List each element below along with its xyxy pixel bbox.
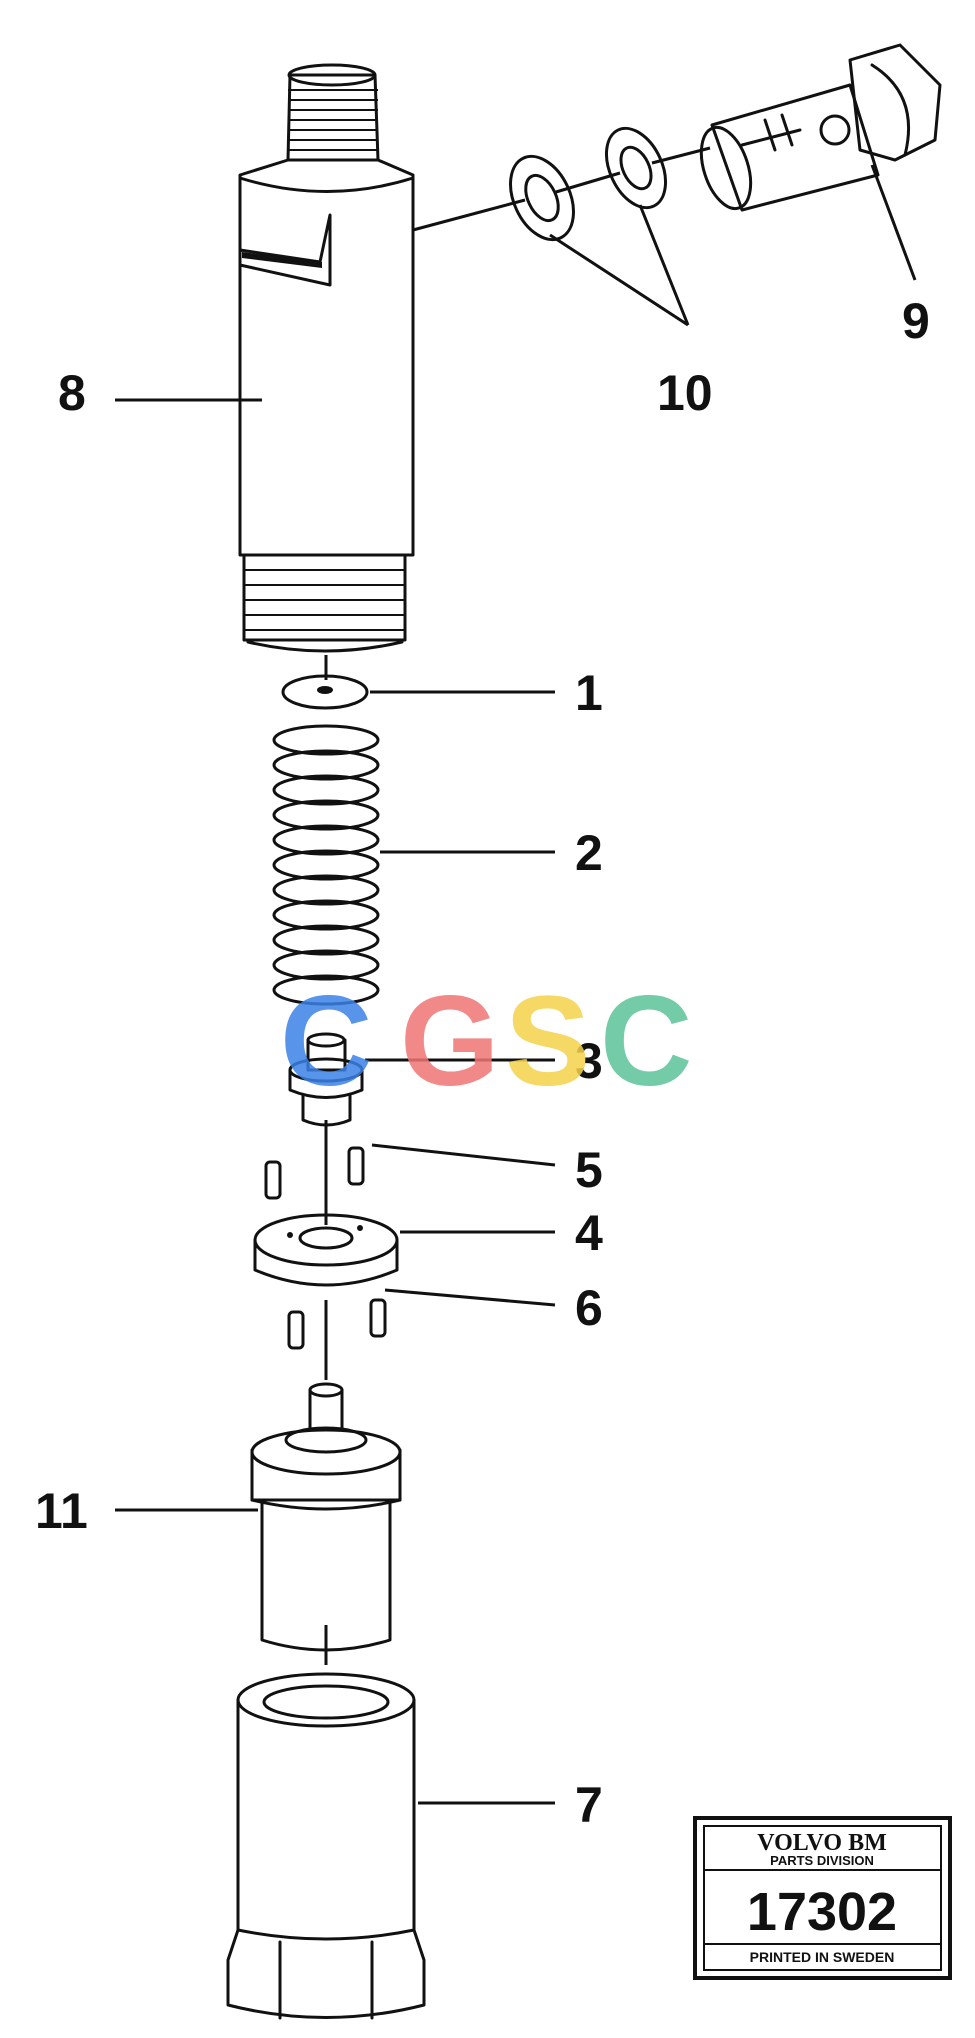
callout-labels: 8 9 10 1 2 3 5 4 6 11 7 [35, 293, 930, 1833]
watermark-letter: G [400, 970, 500, 1113]
assembly-axis-line [324, 146, 711, 1665]
callout-8: 8 [58, 365, 86, 421]
callout-5: 5 [575, 1142, 603, 1198]
part-1-shim [281, 674, 369, 710]
watermark-letter: C [600, 970, 692, 1113]
callout-9: 9 [902, 293, 930, 349]
callout-1: 1 [575, 665, 603, 721]
volvo-bm-stamp: VOLVO BM PARTS DIVISION 17302 PRINTED IN… [693, 1816, 952, 1980]
part-9-banjo-bolt [699, 43, 942, 212]
callout-10: 10 [657, 365, 713, 421]
callout-7: 7 [575, 1777, 603, 1833]
part-11-nozzle [250, 1382, 402, 1652]
watermark-letter: C [280, 970, 372, 1113]
callout-4: 4 [575, 1205, 603, 1261]
stamp-brand: VOLVO BM [757, 1830, 887, 1856]
part-5-pins [264, 1146, 365, 1200]
callout-3: 3 [575, 1033, 603, 1089]
callout-6: 6 [575, 1280, 603, 1336]
part-6-pins [287, 1298, 387, 1350]
cgsc-watermark: C G S C [280, 970, 692, 1113]
stamp-footer: PRINTED IN SWEDEN [750, 1949, 895, 1965]
leader-lines [115, 164, 917, 1805]
callout-11: 11 [35, 1483, 88, 1539]
part-2-spring [272, 724, 380, 1006]
part-8-nozzle-holder [238, 63, 415, 653]
stamp-number: 17302 [747, 1882, 897, 1942]
part-4-intermediate-disc [253, 1213, 399, 1287]
callout-2: 2 [575, 825, 603, 881]
part-7-nozzle-nut [226, 1672, 426, 2020]
part-10-washers [509, 126, 668, 242]
watermark-letter: S [505, 970, 590, 1113]
stamp-division: PARTS DIVISION [770, 1853, 874, 1868]
